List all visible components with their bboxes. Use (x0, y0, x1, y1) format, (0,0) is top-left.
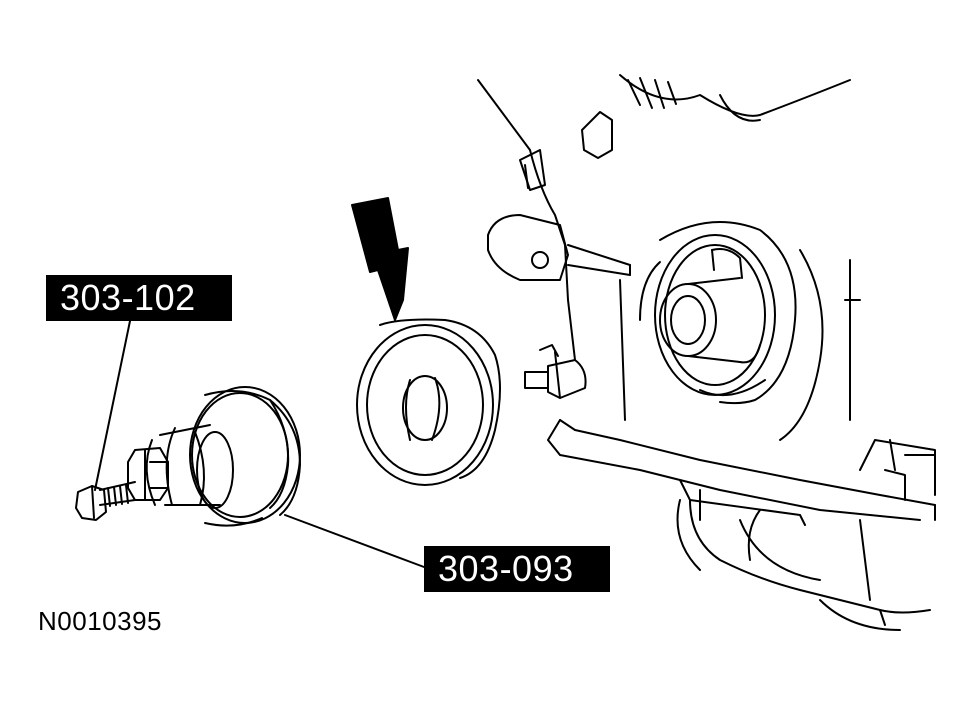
callout-label-tool-b: 303-093 (424, 546, 610, 592)
installation-arrow (352, 198, 408, 320)
leader-line-303-093 (285, 515, 424, 567)
seal-installer-tool (76, 387, 300, 526)
crankshaft-seal (357, 320, 500, 485)
figure-id-label: N0010395 (38, 606, 162, 636)
engine-block (478, 75, 935, 630)
callout-label-tool-a: 303-102 (46, 275, 232, 321)
leader-line-303-102 (95, 321, 130, 490)
